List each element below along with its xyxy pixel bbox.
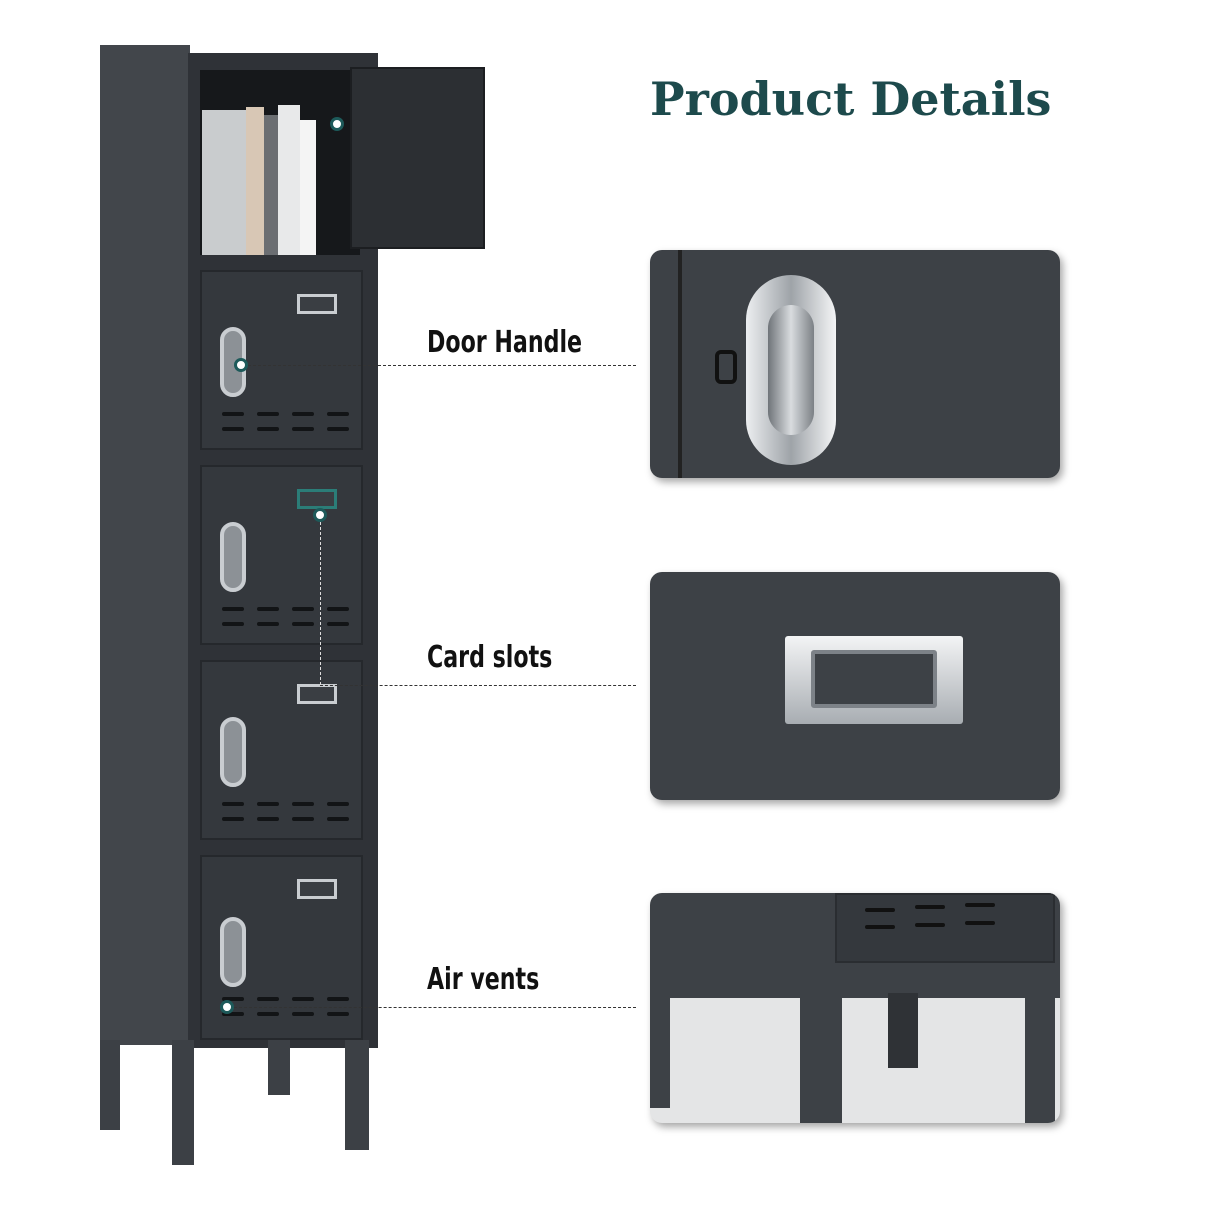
detail-card-slot [650,572,1060,800]
callout-line-card-slots [320,685,636,686]
page-title: Product Details [650,72,1052,126]
leg [268,1040,290,1095]
callout-label-air-vents: Air vents [427,962,540,997]
locker-side [100,45,190,1045]
card-slot-closeup [785,636,963,724]
leg [100,1040,120,1130]
callout-dot-door-handle [234,358,248,372]
locker-door [200,465,363,645]
handle-closeup [746,275,836,465]
leg [345,1040,369,1150]
detail-air-vents [650,893,1060,1123]
leg [172,1040,194,1165]
locker-door [200,270,363,450]
callout-dot-card-slots [313,508,327,522]
callout-label-door-handle: Door Handle [427,325,583,360]
locker-image [100,45,485,1170]
callout-line-door-handle [248,365,636,366]
callout-dot-air-vents [220,1000,234,1014]
open-compartment [200,70,360,255]
hinge-marker [330,117,344,131]
open-door [330,67,485,249]
callout-label-card-slots: Card slots [427,640,553,675]
detail-door-handle [650,250,1060,478]
locker-door [200,660,363,840]
callout-line-air-vents [234,1007,636,1008]
callout-line-vertical [320,522,321,685]
lock-icon [715,350,737,384]
